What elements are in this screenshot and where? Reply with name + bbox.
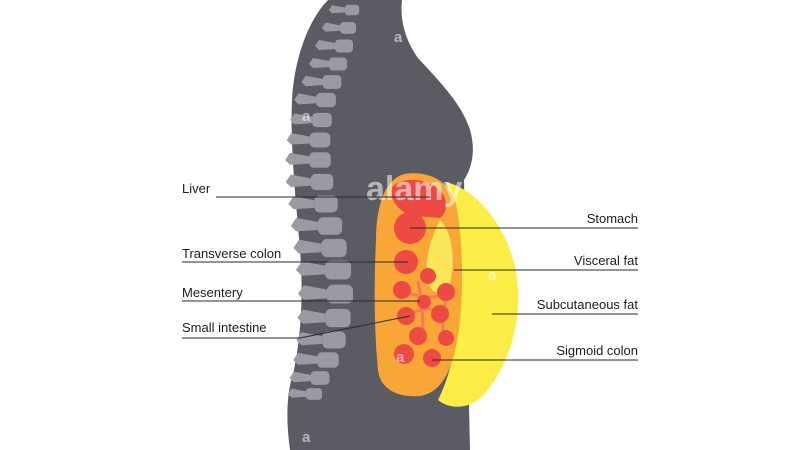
spinous-process (321, 22, 340, 32)
label-mesentery: Mesentery (182, 285, 243, 300)
vertebra-body (305, 388, 323, 400)
spinous-process (285, 152, 310, 165)
small-intestine-leader (182, 315, 411, 339)
label-sigmoid-colon: Sigmoid colon (556, 343, 638, 358)
vertebra (285, 173, 334, 191)
label-subcutaneous-fat: Subcutaneous fat (537, 297, 639, 312)
vertebra (296, 331, 346, 349)
vertebra-body (310, 173, 334, 191)
spinous-process (289, 371, 311, 383)
spinous-process (290, 113, 313, 125)
vertebra (290, 217, 343, 235)
leader-lines (182, 196, 638, 361)
liver-shape (391, 180, 447, 218)
vertebra-body (316, 92, 336, 108)
intestine-loop (437, 283, 455, 301)
vertebra (328, 4, 360, 16)
vertebra (293, 352, 339, 368)
intestine-loop (417, 295, 431, 309)
vertebra-body (317, 352, 339, 368)
watermark-mark: a (302, 108, 311, 125)
vertebra-body (325, 308, 351, 328)
intestine-loop (423, 349, 441, 367)
vertebra (287, 388, 323, 400)
spinous-process (309, 58, 329, 68)
watermark-mark: a (396, 349, 405, 366)
intestine-loop (394, 344, 414, 364)
spinous-process (328, 5, 345, 14)
spinous-process (293, 352, 318, 365)
vertebra (301, 75, 342, 89)
label-liver: Liver (182, 181, 211, 196)
intestine-loop (397, 307, 415, 325)
intestine-loop (420, 268, 436, 284)
label-stomach: Stomach (587, 211, 638, 226)
vertebra-body (326, 284, 354, 304)
intestine-loops (393, 212, 455, 367)
vertebra-body (344, 4, 360, 16)
vertebra-body (339, 22, 357, 34)
vertebra-body (317, 217, 343, 235)
spinous-process (294, 93, 317, 105)
vertebra-body (309, 152, 331, 168)
watermark-mark: a (302, 429, 311, 446)
spinous-process (293, 239, 322, 254)
vertebra (288, 195, 338, 213)
vertebra (295, 260, 352, 280)
spinous-process (297, 285, 327, 300)
vertebra-body (312, 112, 332, 128)
spinous-process (288, 196, 315, 210)
vertebra-body (324, 260, 352, 280)
intestine-loop (431, 305, 449, 323)
spinous-process (287, 388, 306, 398)
vertebra (315, 39, 353, 53)
vertebra (297, 284, 354, 304)
spinous-process (301, 75, 323, 87)
vertebra (290, 112, 332, 128)
spinous-process (297, 309, 326, 324)
spinous-process (295, 261, 325, 276)
subcutaneous-fat-region (438, 182, 519, 407)
vertebra (321, 22, 357, 34)
label-visceral-fat: Visceral fat (574, 253, 638, 268)
vertebra (286, 132, 331, 148)
spinous-process (315, 40, 335, 50)
vertebra (309, 57, 347, 71)
spinous-process (290, 217, 318, 232)
vertebra-body (309, 132, 331, 148)
vertebra-body (322, 331, 346, 349)
label-transverse-colon: Transverse colon (182, 246, 281, 261)
label-small-intestine: Small intestine (182, 320, 267, 335)
watermark-mark: a (394, 29, 403, 46)
intestine-loop (409, 327, 427, 345)
spine (285, 4, 360, 400)
vertebra-body (310, 371, 330, 385)
vertebra (297, 308, 351, 328)
spinous-process (286, 133, 310, 145)
vertebra-body (335, 39, 353, 53)
vertebra (285, 152, 331, 168)
watermark-logo: alamy (366, 170, 462, 208)
watermark-mark: a (488, 267, 497, 284)
spinous-process (285, 174, 311, 187)
intestine-loop (393, 281, 411, 299)
vertebra-body (322, 75, 342, 89)
vertebra-body (314, 195, 338, 213)
vertebra (293, 238, 347, 258)
spinous-process (296, 332, 323, 346)
vertebra (294, 92, 336, 108)
intestine-loop (438, 330, 454, 346)
vertebra-body (329, 57, 347, 71)
vertebra (289, 371, 330, 385)
vertebra-body (321, 238, 347, 258)
